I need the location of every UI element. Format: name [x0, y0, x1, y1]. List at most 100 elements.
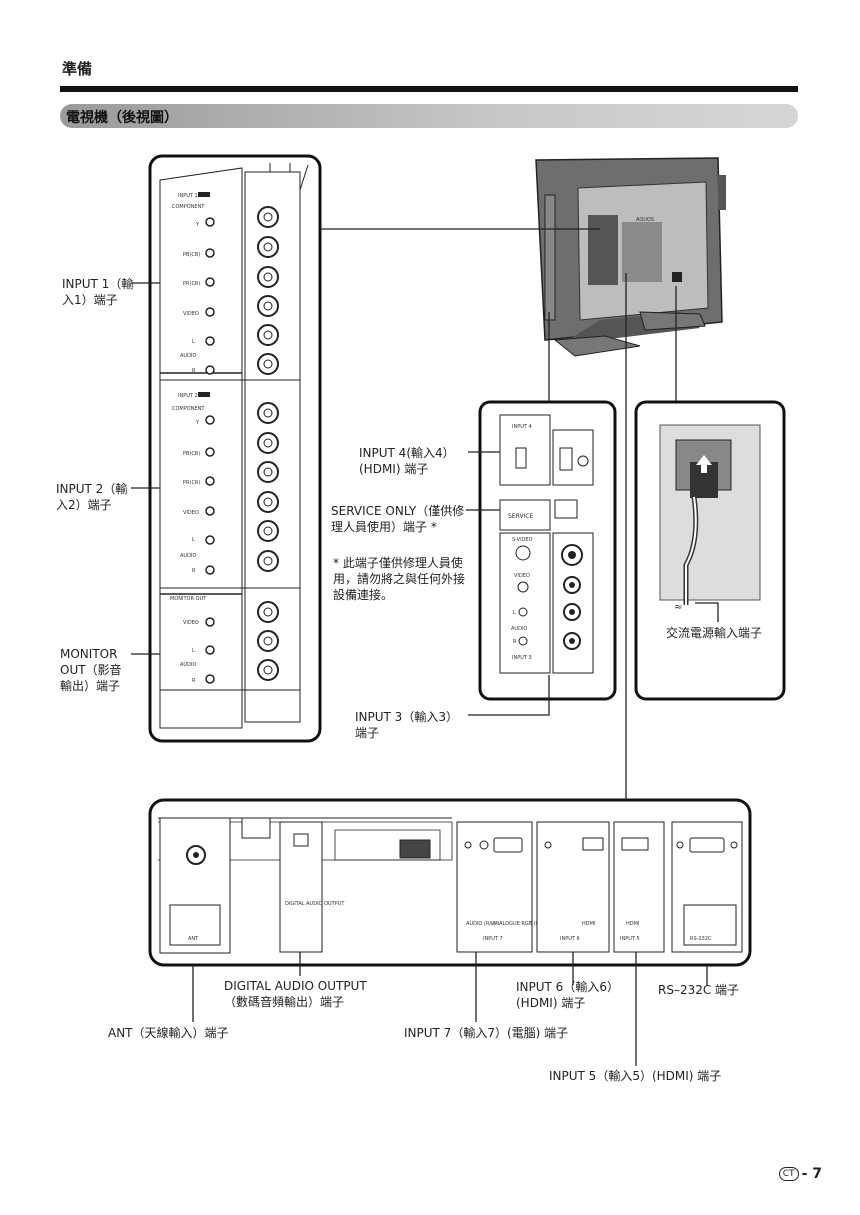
small-jack — [205, 336, 215, 346]
page-number: 7 — [812, 1166, 822, 1182]
p1-r: R — [192, 368, 196, 374]
b-digital: DIGITAL AUDIO OUTPUT — [285, 901, 345, 907]
p1-l: L — [192, 339, 195, 345]
p1-component: COMPONENT — [172, 204, 205, 210]
p2-y: Y — [195, 420, 200, 426]
p1-video: VIDEO — [183, 311, 199, 317]
header-rule — [60, 86, 798, 92]
middle-terminal-panel: INPUT 4 SERVICE S-VIDEO VIDEO L AUDIO R … — [478, 400, 617, 701]
p3-audio: AUDIO — [180, 662, 196, 668]
p3-r: R — [192, 678, 196, 684]
label-note: * 此端子僅供修理人員使用，請勿將之與任何外接設備連接。 — [333, 556, 466, 602]
p2-pr: PR(CR) — [183, 480, 200, 486]
b-ant: ANT — [188, 936, 199, 942]
page-separator: - — [801, 1166, 813, 1182]
small-jack — [205, 277, 215, 287]
leader-lines — [131, 228, 719, 1066]
p2-pb: PB(CB) — [183, 451, 200, 457]
title-bar: 電視機（後視圖） — [60, 104, 798, 128]
p1-input1: INPUT 1 — [178, 193, 198, 199]
title-text: 電視機（後視圖） — [66, 110, 178, 126]
label-input4: INPUT 4(輸入4）(HDMI) 端子 — [359, 446, 455, 476]
small-jack — [205, 506, 215, 516]
b-rs232c: RS-232C — [690, 936, 712, 942]
left-terminal-panel: INPUT 1 COMPONENT Y PB(CB) PR(CR) VIDEO … — [148, 154, 322, 743]
rca-jack-center — [263, 330, 273, 340]
label-input1: INPUT 1（輸入1）端子 — [62, 277, 134, 307]
p2-video: VIDEO — [183, 510, 199, 516]
small-jack — [205, 248, 215, 258]
label-ac-input: 交流電源輸入端子 — [666, 626, 763, 640]
small-jack — [205, 645, 215, 655]
label-input3: INPUT 3（輸入3）端子 — [355, 710, 458, 740]
mid-service: SERVICE — [508, 513, 534, 520]
ac-power-panel: ≈ — [634, 400, 786, 701]
p3-video: VIDEO — [183, 620, 199, 626]
small-jack — [205, 535, 215, 545]
label-ant: ANT（天線輸入）端子 — [108, 1026, 229, 1040]
small-jack — [205, 447, 215, 457]
label-input5: INPUT 5（輸入5）(HDMI) 端子 — [549, 1069, 722, 1083]
lang-badge: CT — [778, 1167, 799, 1181]
rca-jack-center — [263, 301, 273, 311]
tv-aquos-logo: AQUOS — [636, 217, 654, 223]
rca-jack-center — [263, 607, 273, 617]
b-audio-rl: AUDIO (R/L) — [466, 921, 496, 927]
p1-y: Y — [195, 222, 200, 228]
small-jack — [205, 565, 215, 575]
small-jack — [205, 617, 215, 627]
rca-jack-center — [263, 212, 273, 222]
mid-r: R — [513, 639, 517, 645]
p2-l: L — [192, 537, 195, 543]
mid-svideo: S-VIDEO — [512, 537, 533, 543]
bottom-terminal-panel: ANT DIGITAL AUDIO OUTPUT AUDIO (R/L) ANA… — [148, 798, 752, 967]
p1-audio: AUDIO — [180, 353, 196, 359]
label-input2: INPUT 2（輸入2）端子 — [56, 482, 128, 512]
mid-input3: INPUT 3 — [512, 655, 532, 661]
mid-l: L — [513, 610, 516, 616]
b-analogue: ANALOGUE RGB (PC) — [492, 921, 544, 927]
rca-jack-center — [263, 636, 273, 646]
label-digital-audio: DIGITAL AUDIO OUTPUT（數碼音頻輸出）端子 — [224, 979, 367, 1009]
b-hdmi6: HDMI — [582, 921, 595, 927]
small-jack — [205, 415, 215, 425]
section-header: 準備 — [62, 60, 93, 78]
p3-l: L — [192, 648, 195, 654]
rca-jack-center — [263, 467, 273, 477]
small-jack — [205, 307, 215, 317]
small-jack — [205, 217, 215, 227]
mid-video: VIDEO — [514, 573, 530, 579]
label-service-only: SERVICE ONLY（僅供修理人員使用）端子 * — [331, 504, 465, 534]
rca-jack-center — [263, 242, 273, 252]
b-hdmi5: HDMI — [626, 921, 639, 927]
small-jack — [205, 674, 215, 684]
p2-component: COMPONENT — [172, 406, 205, 412]
label-rs232c: RS–232C 端子 — [658, 983, 740, 997]
label-monitor-out: MONITOR OUT（影音輸出）端子 — [60, 647, 122, 693]
rca-jack-center — [263, 272, 273, 282]
rca-jack-center — [263, 665, 273, 675]
b-input7: INPUT 7 — [483, 936, 503, 942]
p1-pr: PR(CR) — [183, 281, 200, 287]
label-input6: INPUT 6（輸入6）(HDMI) 端子 — [516, 980, 619, 1010]
small-jack — [205, 365, 215, 375]
rca-jack-center — [263, 408, 273, 418]
p2-input2: INPUT 2 — [178, 393, 198, 399]
p3-monitor: MONITOR OUT — [170, 596, 207, 602]
svg-text:≈: ≈ — [674, 602, 682, 613]
p2-r: R — [192, 568, 196, 574]
b-input6: INPUT 6 — [560, 936, 580, 942]
small-jack — [205, 476, 215, 486]
b-input5: INPUT 5 — [620, 936, 640, 942]
mid-input4: INPUT 4 — [512, 424, 532, 430]
tv-rear-illustration: AQUOS — [535, 157, 726, 357]
label-input7: INPUT 7（輸入7）(電腦) 端子 — [404, 1026, 569, 1040]
rca-jack-center — [263, 438, 273, 448]
rca-jack-center — [263, 497, 273, 507]
rca-jack-center — [263, 359, 273, 369]
p1-pb: PB(CB) — [183, 252, 200, 258]
p2-audio: AUDIO — [180, 553, 196, 559]
rca-jack-center — [263, 526, 273, 536]
page-footer: CT- 7 — [778, 1166, 822, 1182]
